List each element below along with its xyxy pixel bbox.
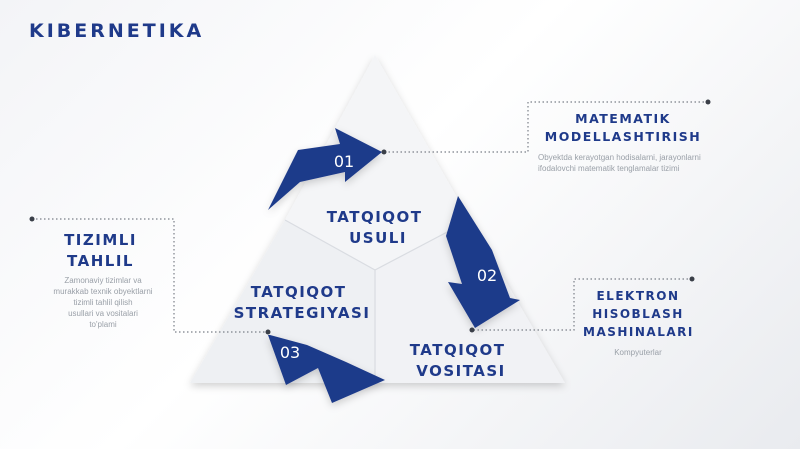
arrow-number-03: 03	[280, 343, 300, 362]
callout-desc-elektron: Kompyuterlar	[614, 348, 662, 357]
segment-label-strategiyasi: TATQIQOT STRATEGIYASI	[234, 283, 371, 322]
segment-usuli	[285, 55, 470, 270]
callout-desc-tizimli: Zamonaviy tizimlar va murakkab texnik ob…	[53, 276, 153, 329]
connector-matematik	[384, 101, 708, 153]
callout-title-elektron: ELEKTRON HISOBLASH MASHINALARI	[583, 289, 694, 339]
arrow-number-02: 02	[477, 266, 497, 285]
segment-label-vositasi: TATQIQOT VOSITASI	[410, 341, 513, 380]
arrow-03	[268, 335, 385, 403]
connector-elektron	[472, 278, 692, 331]
arrow-02	[446, 196, 520, 328]
connector-dot	[265, 329, 271, 335]
divider-line	[284, 219, 376, 271]
callout-desc-matematik: Obyektda kerayotgan hodisalarni, jarayon…	[538, 153, 701, 173]
segment-strategiyasi	[190, 220, 375, 383]
connector-dot	[29, 216, 35, 222]
callout-title-tizimli: TIZIMLI TAHLIL	[64, 231, 137, 270]
connector-dot	[469, 327, 475, 333]
arrow-01	[268, 128, 382, 210]
arrow-number-01: 01	[334, 152, 354, 171]
page-title: KIBERNETIKA	[29, 20, 205, 42]
connector-dot	[705, 99, 711, 105]
connector-dot	[381, 149, 387, 155]
callout-title-matematik: MATEMATIK MODELLASHTIRISH	[544, 111, 702, 144]
segment-label-usuli: TATQIQOT USULI	[327, 208, 430, 247]
connector-dot	[689, 276, 695, 282]
